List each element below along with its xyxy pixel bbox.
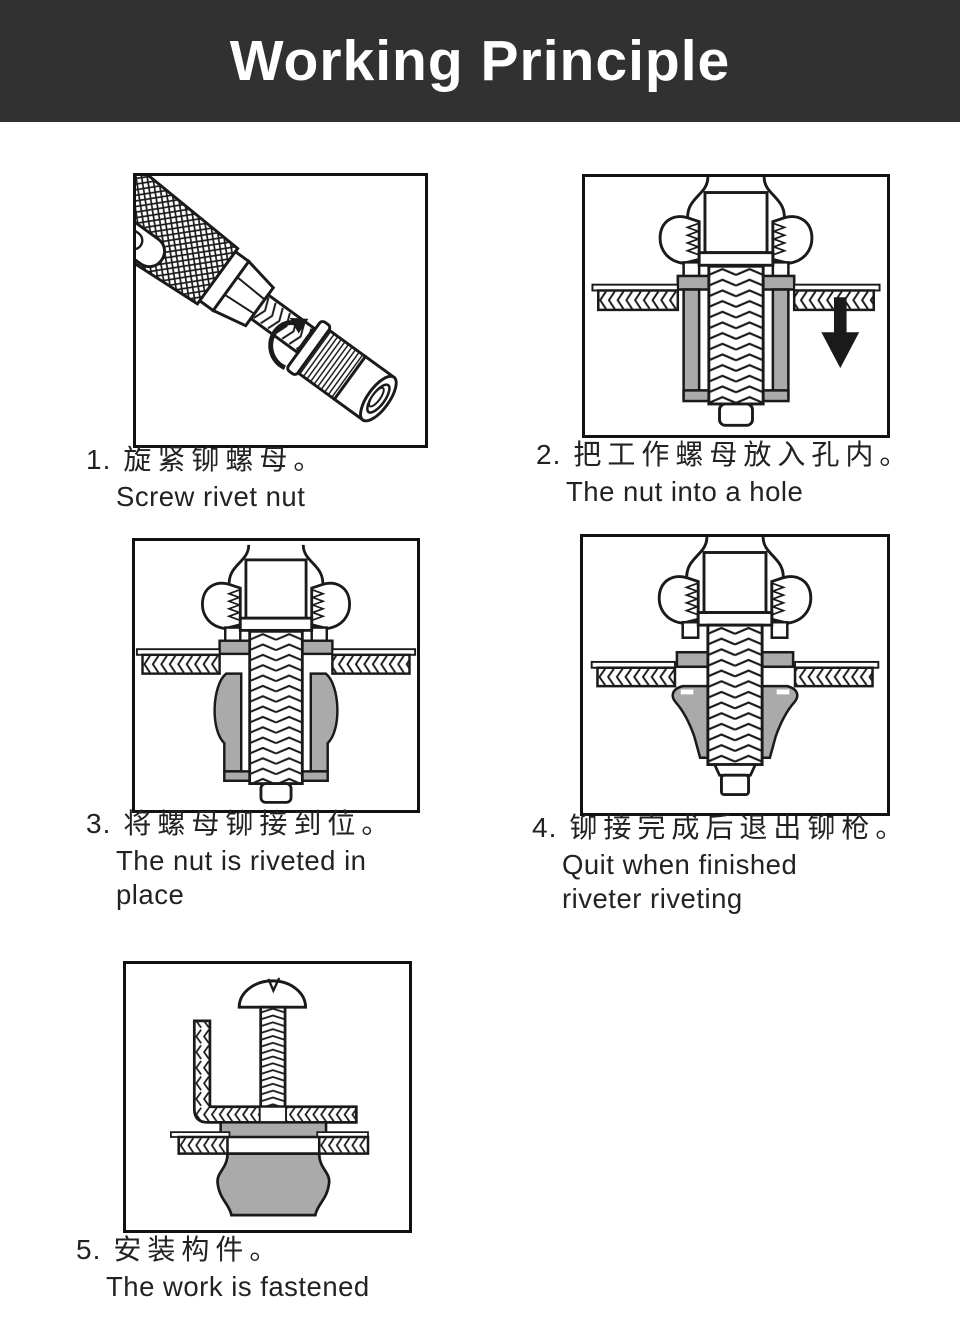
side-lever <box>136 202 167 269</box>
step-2-figure <box>582 174 890 438</box>
step-1-figure <box>133 173 428 448</box>
installed-rivet-nut-body <box>216 1152 331 1217</box>
tool-head <box>703 191 769 255</box>
workpiece-plate-left <box>141 653 221 675</box>
workpiece-plate-left <box>177 1135 229 1155</box>
l-bracket <box>192 1019 358 1124</box>
step-caption-zh: 安装构件。 <box>113 1234 284 1265</box>
step-number: 3. <box>86 808 112 839</box>
step-4-caption: 4.铆接完成后退出铆枪。 Quit when finished riveter … <box>532 810 903 916</box>
step-caption-en: The nut into a hole <box>566 476 804 507</box>
step-5-caption: 5. 安装构件。 The work is fastened <box>76 1232 476 1304</box>
step-caption-zh: 将螺母铆接到位。 <box>123 808 396 839</box>
rotation-arrow-icon <box>268 317 309 370</box>
step-4-illustration <box>590 537 880 797</box>
step-caption-zh: 铆接完成后退出铆枪。 <box>569 812 910 843</box>
step-2-caption: 2. 把工作螺母放入孔内。 The nut into a hole <box>536 437 946 509</box>
workpiece-plate-right <box>331 653 411 675</box>
step-number: 2. <box>536 439 562 470</box>
step-3-illustration <box>135 544 417 804</box>
step-caption-en: The nut is riveted in place <box>116 845 367 910</box>
rivet-nut <box>286 320 398 423</box>
nut-flange <box>219 1121 328 1139</box>
title-banner: Working Principle <box>0 0 960 122</box>
threaded-mandrel <box>248 629 304 786</box>
threaded-mandrel <box>707 264 765 406</box>
page-title: Working Principle <box>229 29 731 93</box>
step-caption-zh: 把工作螺母放入孔内。 <box>573 439 914 470</box>
tool-head <box>244 558 308 620</box>
step-3-caption: 3. 将螺母铆接到位。 The nut is riveted in place <box>86 806 426 912</box>
step-caption-en: Quit when finished riveter riveting <box>562 849 798 914</box>
formed-nut-wall-right <box>756 684 799 760</box>
step-4-figure <box>580 534 890 816</box>
tool-head <box>702 551 768 614</box>
step-3-figure <box>132 538 420 813</box>
formed-nut-wall-left <box>671 684 714 760</box>
step-1-caption: 1. 旋紧铆螺母。 Screw rivet nut <box>86 442 486 514</box>
workpiece-plate-left <box>596 666 677 688</box>
workpiece-plate-left <box>597 289 680 312</box>
workpiece-plate-right <box>317 1135 370 1155</box>
step-number: 1. <box>86 444 112 475</box>
step-caption-zh: 旋紧铆螺母。 <box>123 444 328 475</box>
step-number: 4. <box>532 812 558 843</box>
fastening-screw <box>237 977 308 1109</box>
step-2-illustration <box>591 177 881 427</box>
workpiece-plate-right <box>793 666 874 688</box>
step-number: 5. <box>76 1234 102 1265</box>
bulged-nut-wall-right <box>309 672 339 773</box>
down-arrow-icon <box>821 297 860 369</box>
step-1-illustration <box>136 176 398 423</box>
bulged-nut-wall-left <box>213 672 243 773</box>
step-5-figure <box>123 961 412 1233</box>
step-caption-en: Screw rivet nut <box>116 481 306 512</box>
step-caption-en: The work is fastened <box>106 1271 370 1302</box>
step-5-illustration <box>170 977 370 1217</box>
threaded-mandrel <box>706 623 764 767</box>
